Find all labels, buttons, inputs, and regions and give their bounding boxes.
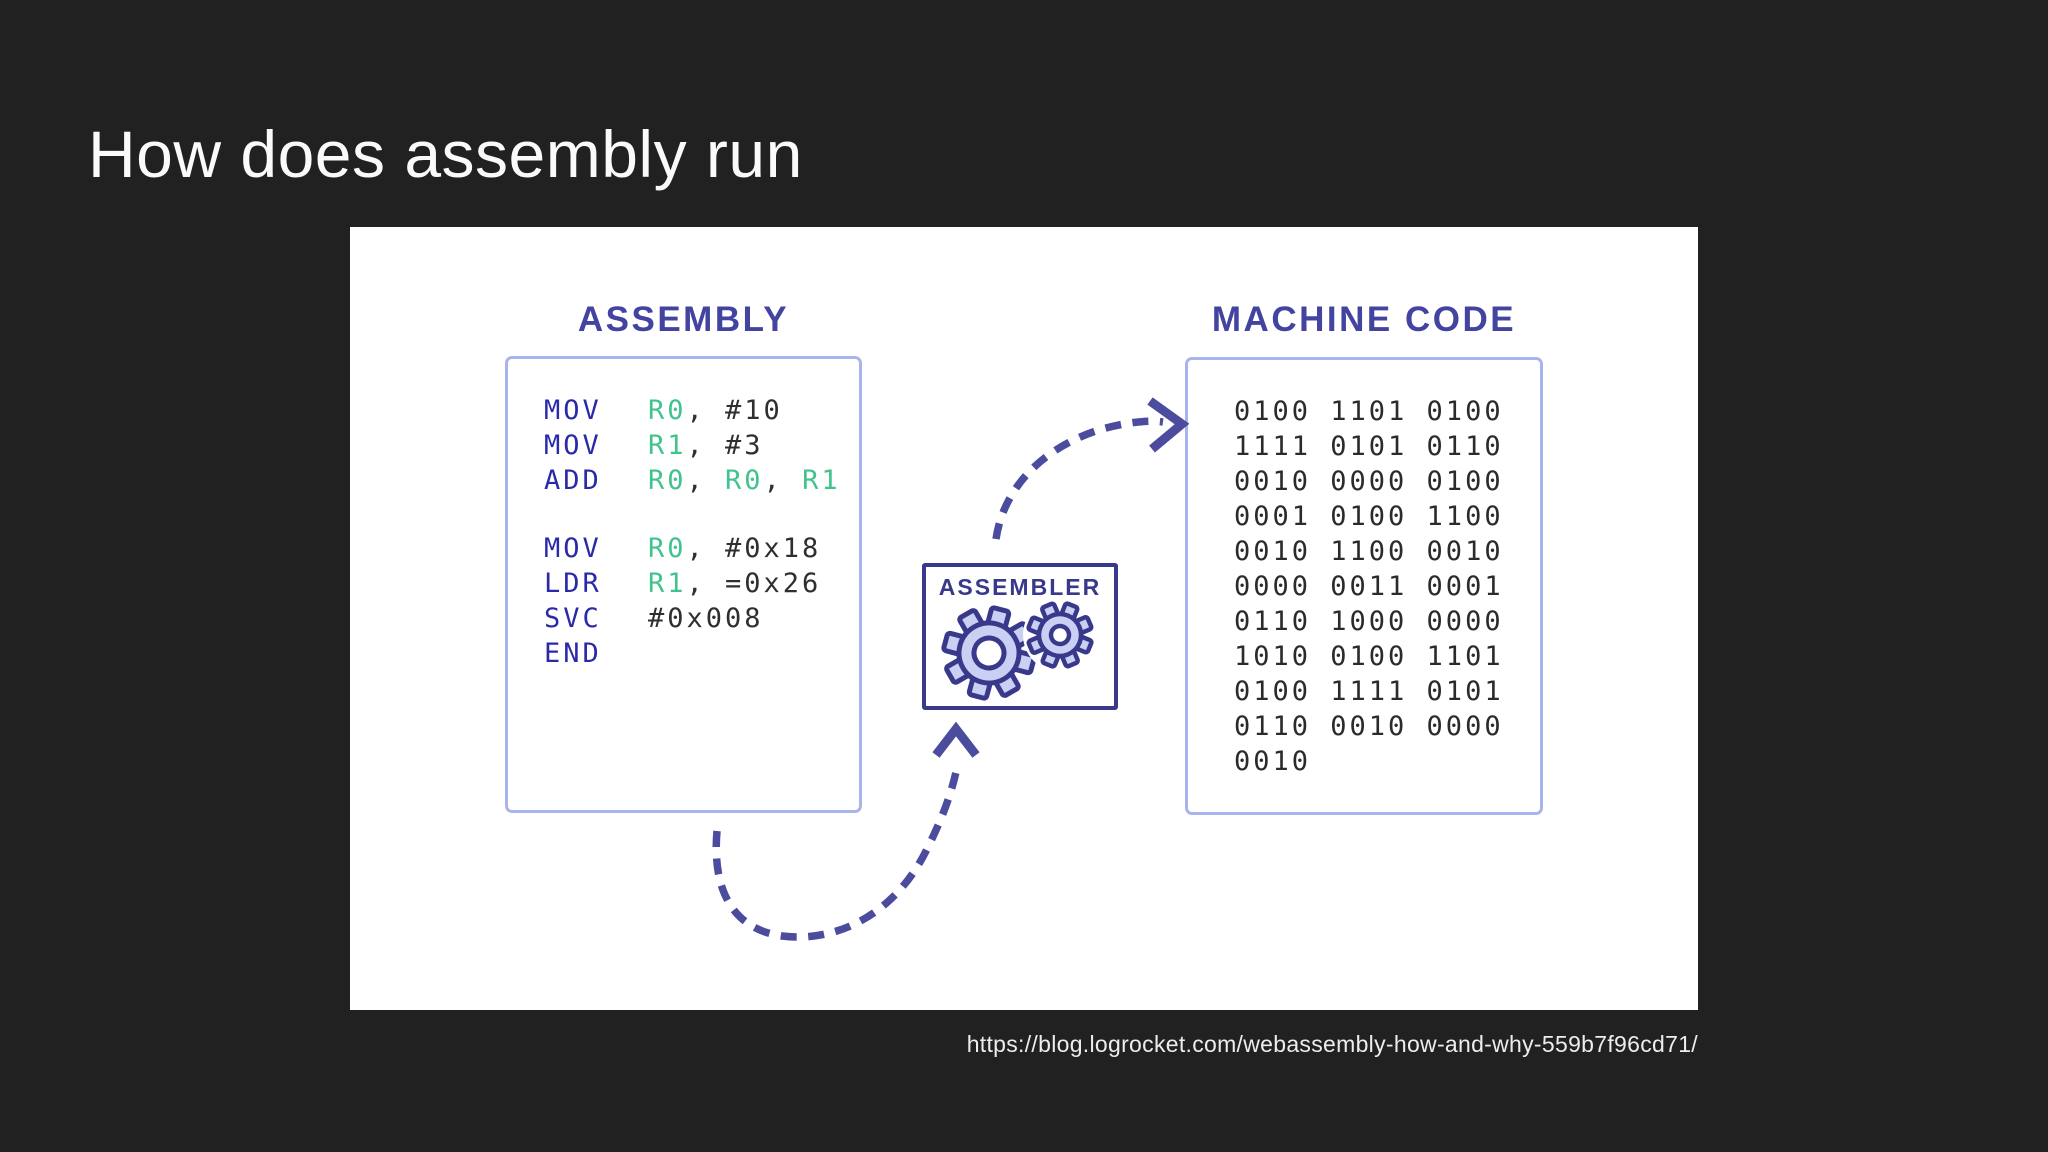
machine-code-line: 0100 1101 0100 xyxy=(1234,396,1504,427)
opcode: MOV xyxy=(544,533,602,564)
opcode: END xyxy=(544,638,602,669)
assembly-code-line: ADD R0, R0, R1 xyxy=(544,463,859,498)
machine-code-line: 0010 0000 0100 xyxy=(1234,466,1504,497)
operand: =0x26 xyxy=(725,568,822,599)
source-url: https://blog.logrocket.com/webassembly-h… xyxy=(966,1031,1698,1057)
assembly-code-line: SVC #0x008 xyxy=(544,601,859,636)
assembly-code-line: LDR R1, =0x26 xyxy=(544,566,859,601)
operand: , xyxy=(686,533,726,564)
opcode: MOV xyxy=(544,430,602,461)
machine-code-box: 0100 1101 0100 1111 0101 0110 0010 0000 01… xyxy=(1185,357,1543,815)
machine-code-line: 0000 0011 0001 xyxy=(1234,571,1504,602)
operand: , xyxy=(686,395,726,426)
register: R1 xyxy=(648,568,687,599)
register: R0 xyxy=(648,465,687,496)
assembler-box: ASSEMBLER xyxy=(922,563,1118,710)
assembly-heading: ASSEMBLY xyxy=(577,300,790,339)
machine-code-line: 1010 0100 1101 xyxy=(1234,641,1504,672)
slide-title: How does assembly run xyxy=(88,117,803,191)
machine-code-heading: MACHINE CODE xyxy=(1211,300,1517,339)
assembly-code-line: MOV R1, #3 xyxy=(544,428,859,463)
assembly-code-line: END xyxy=(544,636,859,671)
machine-code-line: 1111 0101 0110 xyxy=(1234,431,1504,462)
operand: #0x18 xyxy=(725,533,822,564)
operand: #0x008 xyxy=(648,603,764,634)
machine-code-line: 0010 xyxy=(1234,746,1312,777)
machine-code-line: 0001 0100 1100 xyxy=(1234,501,1504,532)
assembler-to-machine-code-arrow xyxy=(992,417,1164,540)
machine-code-line: 0110 0010 0000 xyxy=(1234,711,1504,742)
arrowhead-right-icon xyxy=(1147,397,1190,453)
register: R0 xyxy=(725,465,764,496)
gear-large-icon xyxy=(941,605,1037,701)
machine-code-line: 0110 1000 0000 xyxy=(1234,606,1504,637)
assembler-label: ASSEMBLER xyxy=(938,574,1102,600)
gears-illustration xyxy=(941,598,1097,701)
arrowhead-up-icon xyxy=(932,721,980,758)
register: R0 xyxy=(648,395,687,426)
operand: , xyxy=(686,430,726,461)
register: R0 xyxy=(648,533,687,564)
machine-code-line: 0100 1111 0101 xyxy=(1234,676,1504,707)
operand: , xyxy=(686,568,726,599)
operand: , xyxy=(686,465,726,496)
assembly-code-line: MOV R0, #0x18 xyxy=(544,531,859,566)
opcode: SVC xyxy=(544,603,602,634)
register: R1 xyxy=(802,465,841,496)
machine-code-listing: 0100 1101 0100 1111 0101 0110 0010 0000 01… xyxy=(1188,360,1540,779)
gear-small-icon xyxy=(1026,601,1094,669)
register: R1 xyxy=(648,430,687,461)
opcode: LDR xyxy=(544,568,602,599)
opcode: MOV xyxy=(544,395,602,426)
machine-code-line: 0010 1100 0010 xyxy=(1234,536,1504,567)
assembly-code-line: MOV R0, #10 xyxy=(544,393,859,428)
operand: #3 xyxy=(725,430,764,461)
operand: #10 xyxy=(725,395,783,426)
operand: , xyxy=(763,465,803,496)
opcode: ADD xyxy=(544,465,602,496)
